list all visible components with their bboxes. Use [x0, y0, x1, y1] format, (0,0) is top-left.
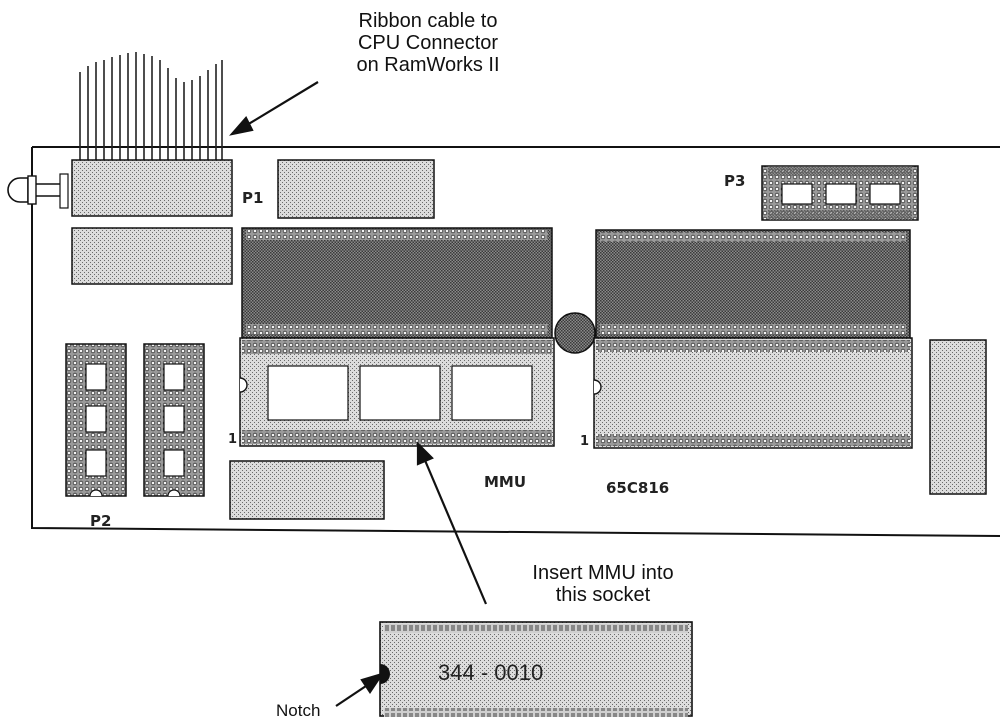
- ribbon-arrow: [229, 81, 319, 136]
- led-indicator: [7, 173, 69, 209]
- p2-header-right: [143, 343, 205, 497]
- notch-arrow: [335, 672, 385, 707]
- notch-label: Notch: [276, 701, 320, 720]
- insert-callout-line-1: Insert MMU into: [532, 562, 674, 584]
- insert-arrow: [416, 441, 488, 605]
- right-component: [929, 339, 987, 495]
- p2-header-left: [65, 343, 127, 497]
- cpu-label: 65C816: [606, 479, 669, 497]
- ribbon-cable: [79, 52, 223, 160]
- p3-header: [761, 165, 919, 221]
- chip-part-number: 344 - 0010: [438, 660, 543, 685]
- ribbon-cable-callout: Ribbon cable to CPU Connector on RamWork…: [318, 10, 538, 76]
- lower-component: [229, 460, 385, 520]
- round-component: [554, 312, 596, 354]
- p1-label: P1: [242, 189, 263, 207]
- mmu-upper-chip: [241, 227, 553, 339]
- cpu-socket: [593, 337, 913, 449]
- mmu-chip: [379, 621, 693, 717]
- p3-label: P3: [724, 172, 745, 190]
- ribbon-callout-line-2: CPU Connector: [357, 32, 499, 54]
- mmu-label: MMU: [484, 473, 526, 491]
- ribbon-callout-line-3: on RamWorks II: [356, 54, 500, 76]
- cpu-upper-chip: [595, 229, 911, 339]
- pin1-marker-left: 1: [228, 432, 237, 447]
- ribbon-connector: [71, 159, 233, 217]
- pin1-marker-right: 1: [580, 434, 589, 449]
- mmu-socket: [239, 337, 555, 447]
- insert-callout-line-2: this socket: [555, 584, 651, 606]
- component-block: [71, 227, 233, 285]
- circuit-board: [31, 146, 1000, 537]
- p2-label: P2: [90, 512, 111, 530]
- insert-mmu-callout: Insert MMU into this socket: [498, 562, 708, 606]
- p1-block: [277, 159, 435, 219]
- ribbon-callout-line-1: Ribbon cable to: [358, 10, 498, 32]
